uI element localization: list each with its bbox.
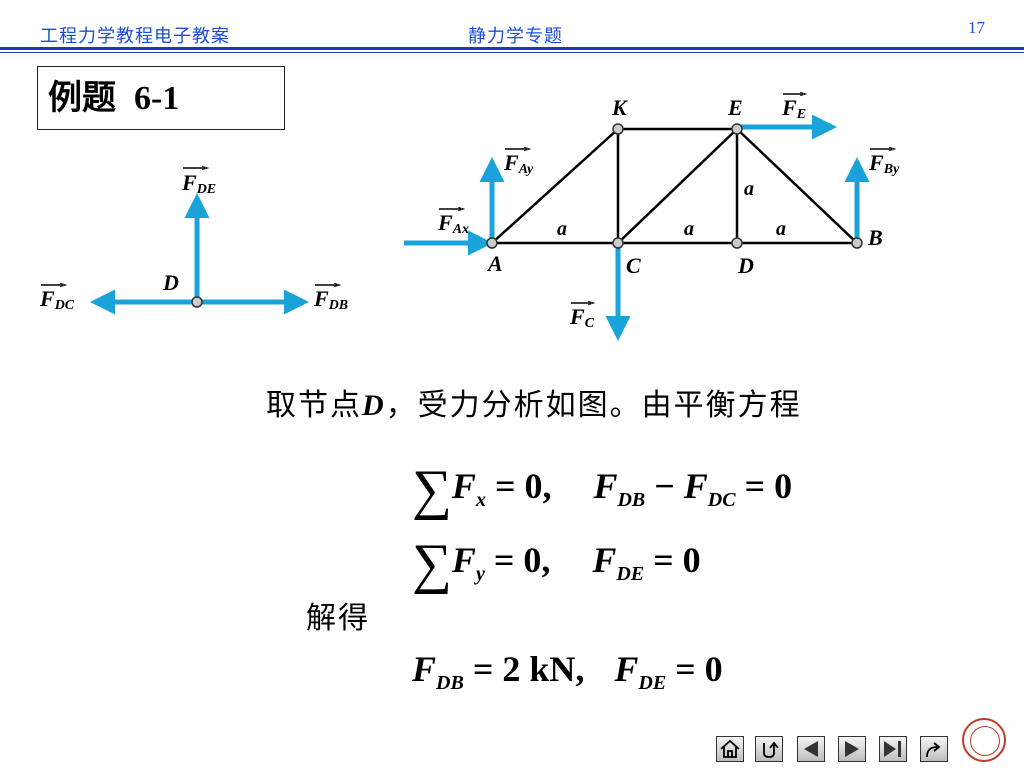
solve-text: 解得 — [306, 601, 370, 636]
joint-k — [612, 123, 624, 135]
label-fby: FBy — [868, 150, 900, 177]
dim-ed: a — [744, 178, 754, 200]
topic-title: 静力学专题 — [468, 26, 563, 47]
label-fdc: FDC — [39, 286, 75, 313]
label-fax: FAx — [437, 210, 469, 237]
eq1-sub: x — [475, 489, 486, 512]
truss-diagram: K E A C D B a a a a FE FAy FAx FBy FC — [404, 94, 900, 341]
sum-symbol: ∑ — [412, 459, 452, 521]
joint-e — [731, 123, 743, 135]
jump-button[interactable] — [920, 736, 948, 762]
eq2-var: F — [451, 540, 476, 580]
eq3-a-sub: DB — [436, 672, 464, 695]
return-icon — [763, 741, 779, 758]
equation-sum-fy: ∑Fy = 0, FDE = 0 — [412, 532, 701, 596]
member-ak — [491, 128, 619, 244]
eq1-rhs1: = 0, — [494, 466, 552, 506]
joint-b — [851, 237, 863, 249]
eq3-rhs2: = 0 — [675, 649, 723, 689]
eq3-unit: kN — [529, 649, 576, 689]
label-fc: FC — [569, 304, 595, 331]
eq3-b-sub: DE — [638, 672, 667, 695]
eq3-b: F — [614, 649, 639, 689]
truss-joints — [486, 123, 863, 249]
truss-force-labels: FE FAy FAx FBy FC — [437, 94, 900, 331]
label-fe: FE — [781, 95, 806, 122]
eq2-a-sub: DE — [616, 563, 645, 586]
label-k: K — [611, 95, 628, 120]
eq2-rhs2: = 0 — [653, 540, 701, 580]
analysis-node: D — [362, 389, 386, 422]
equation-result: FDB = 2 kN, FDE = 0 — [412, 648, 723, 695]
last-icon — [884, 741, 901, 757]
eq1-a-sub: DB — [617, 489, 646, 512]
eq3-sep: , — [575, 649, 585, 689]
return-button[interactable] — [755, 736, 783, 762]
node-d-pin — [191, 296, 203, 308]
eq2-a: F — [592, 540, 617, 580]
member-ce — [617, 128, 738, 244]
next-icon — [845, 741, 859, 757]
label-fay: FAy — [503, 150, 534, 177]
label-fdb: FDB — [313, 286, 348, 313]
header-rule-thin — [0, 52, 1024, 53]
dim-db: a — [776, 218, 786, 240]
eq2-rhs1: = 0, — [493, 540, 551, 580]
analysis-text: 取节点D，受力分析如图。由平衡方程 — [266, 380, 802, 424]
joint-c — [612, 237, 624, 249]
eq1-rhs2: = 0 — [744, 466, 793, 506]
eq2-sub: y — [475, 563, 485, 586]
analysis-post: ，受力分析如图。由平衡方程 — [385, 388, 802, 423]
prev-icon — [804, 741, 818, 757]
example-number: 6-1 — [134, 80, 180, 117]
label-fde: FDE — [181, 170, 216, 197]
eq1-b-sub: DC — [707, 489, 736, 512]
home-button[interactable] — [716, 736, 744, 762]
header-rule — [0, 47, 1024, 50]
eq1-var: F — [451, 466, 476, 506]
equation-sum-fx: ∑Fx = 0, FDB − FDC = 0 — [412, 458, 792, 522]
truss-dimensions: a a a a — [557, 178, 786, 240]
truss-members — [491, 127, 858, 245]
prev-button[interactable] — [797, 736, 825, 762]
analysis-pre: 取节点 — [266, 388, 362, 423]
dim-ac: a — [557, 218, 567, 240]
label-e: E — [727, 95, 743, 120]
page-number: 17 — [968, 18, 985, 37]
university-seal-icon — [962, 718, 1006, 762]
label-d: D — [737, 253, 754, 278]
member-eb — [736, 128, 858, 244]
next-button[interactable] — [838, 736, 866, 762]
label-a: A — [486, 251, 503, 276]
last-button[interactable] — [879, 736, 907, 762]
truss-node-labels: K E A C D B — [486, 95, 883, 278]
example-label: 例题 — [48, 78, 116, 118]
eq1-op: − — [654, 466, 675, 506]
course-title: 工程力学教程电子教案 — [40, 26, 230, 47]
eq3-rhs1: = 2 — [472, 649, 521, 689]
eq3-a: F — [412, 649, 437, 689]
joint-d — [731, 237, 743, 249]
home-icon — [720, 739, 740, 758]
eq1-a: F — [593, 466, 618, 506]
dim-cd: a — [684, 218, 694, 240]
eq1-b: F — [683, 466, 708, 506]
node-d-diagram: D FDE FDC FDB — [39, 168, 348, 315]
sum-symbol: ∑ — [412, 533, 452, 595]
example-title: 例题 6-1 — [37, 66, 285, 130]
joint-a — [486, 237, 498, 249]
label-b: B — [867, 225, 883, 250]
label-c: C — [626, 253, 641, 278]
node-d-label: D — [162, 270, 179, 295]
jump-icon — [926, 742, 941, 758]
